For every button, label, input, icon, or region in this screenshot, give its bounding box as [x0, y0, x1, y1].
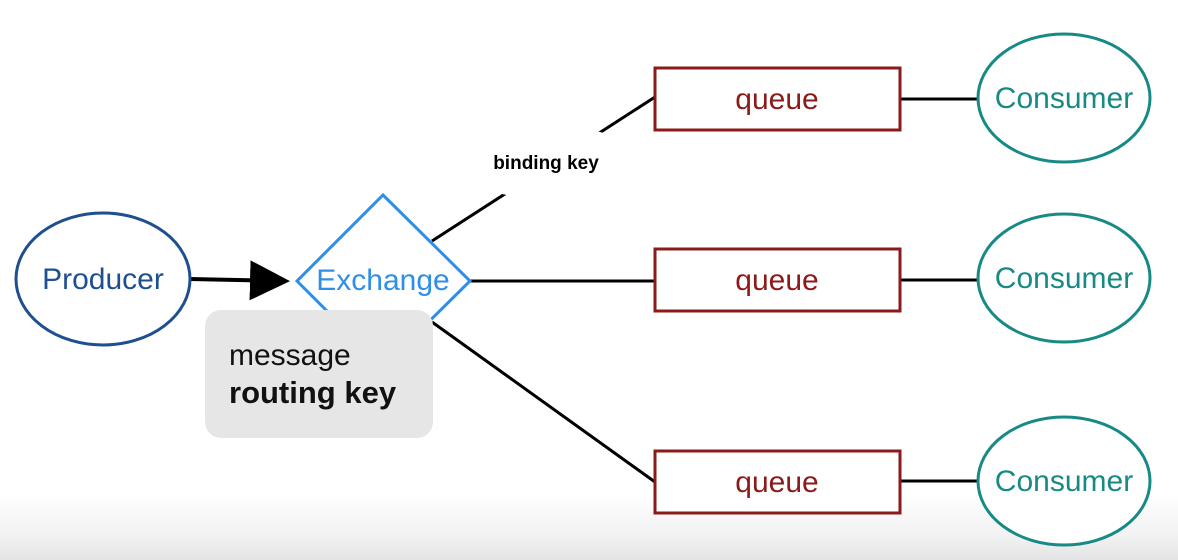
consumer-node-3[interactable] [976, 415, 1152, 547]
consumer-label-1: Consumer [995, 82, 1133, 115]
message-callout: message routing key [205, 310, 433, 438]
queue-node-3[interactable] [653, 449, 902, 515]
binding-key-label: binding key [493, 153, 599, 174]
consumer-node-1[interactable] [976, 32, 1152, 164]
consumer-label-2: Consumer [995, 262, 1133, 295]
producer-label: Producer [42, 263, 164, 296]
routing-key-label: routing key [229, 375, 397, 410]
producer-node[interactable] [14, 211, 192, 347]
edge-exchange-queue-3 [431, 320, 656, 484]
edge-producer-exchange [189, 260, 290, 301]
queue-node-2[interactable] [653, 247, 902, 313]
consumer-node-2[interactable] [976, 212, 1152, 344]
queue-label-2: queue [735, 264, 818, 297]
binding-key-backdrop [448, 126, 644, 198]
queue-node-1[interactable] [653, 66, 902, 132]
consumer-label-3: Consumer [995, 465, 1133, 498]
queue-label-3: queue [735, 466, 818, 499]
exchange-label: Exchange [316, 264, 449, 297]
message-label: message [229, 339, 351, 372]
queue-label-1: queue [735, 83, 818, 116]
